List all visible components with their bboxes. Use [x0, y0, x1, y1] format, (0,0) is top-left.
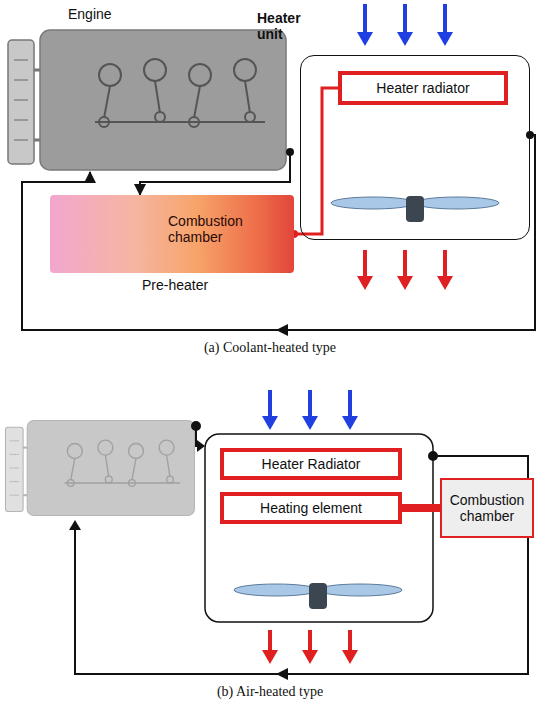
- coolant-line: [69, 422, 528, 680]
- figure-caption: (a) Coolant-heated type: [0, 340, 540, 356]
- warm-air-arrows: [262, 630, 358, 664]
- heater-radiator: Heater Radiator: [220, 448, 402, 480]
- engine-figure: [8, 30, 286, 170]
- connector-dot: [286, 148, 294, 156]
- node-label: Heater unit: [257, 10, 299, 42]
- cold-air-arrows: [262, 390, 358, 430]
- node-label: Combustion chamber: [168, 213, 286, 245]
- flow-arrow: [276, 324, 288, 336]
- node-label: Combustion chamber: [446, 492, 528, 524]
- fan: [234, 583, 402, 609]
- heating-element: Heating element: [220, 492, 402, 524]
- combustion-chamber: Combustion chamber: [440, 478, 534, 538]
- warm-air-arrows: [357, 250, 453, 290]
- connector-dot: [526, 131, 534, 139]
- heater-unit: Heater unitHeater radiator: [300, 55, 530, 240]
- node-label: Heater radiator: [376, 80, 469, 96]
- node-label: Heating element: [260, 500, 362, 516]
- engine-figure: [5, 420, 194, 515]
- node-caption: Pre-heater: [142, 277, 208, 293]
- flow-connector: [22, 135, 535, 330]
- flow-connector: [402, 504, 440, 512]
- cold-air-arrows: [357, 4, 453, 46]
- combustion-chamber: Combustion chamberPre-heater: [50, 195, 294, 273]
- heater-radiator: Heater radiator: [338, 71, 508, 105]
- node-label: Engine: [68, 6, 112, 22]
- heater-unit-box: [205, 434, 433, 622]
- engine: Engine: [8, 4, 290, 172]
- fan: [331, 196, 499, 222]
- node-label: Heater Radiator: [262, 456, 361, 472]
- figure-caption: (b) Air-heated type: [0, 684, 540, 700]
- flow-connector: [140, 152, 290, 195]
